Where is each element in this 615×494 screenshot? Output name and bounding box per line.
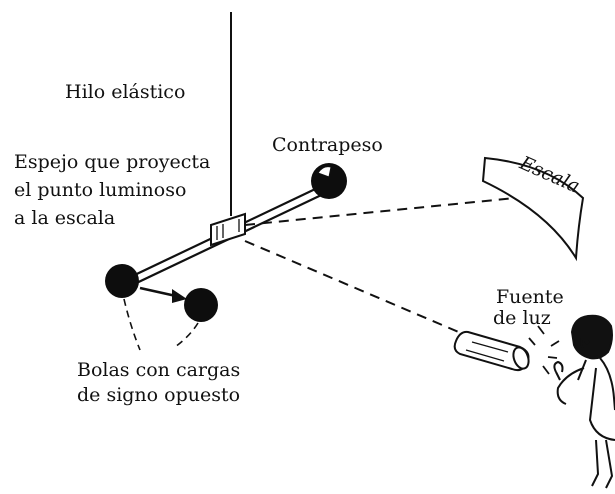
incident-ray <box>244 240 469 337</box>
mirror-label-line-1: Espejo que proyecta <box>14 151 211 173</box>
mirror-label-line-2: el punto luminoso <box>14 179 187 201</box>
ball-leader-lines <box>123 298 199 351</box>
counterweight-label: Contrapeso <box>272 134 383 156</box>
attraction-arrow <box>139 286 187 303</box>
light-source-label-line-2: de luz <box>493 307 551 329</box>
mirror <box>210 212 246 247</box>
mirror-label-line-3: a la escala <box>14 207 116 229</box>
charged-ball-right <box>184 288 218 322</box>
elastic-wire-label: Hilo elástico <box>65 81 186 103</box>
light-source <box>453 330 530 372</box>
person-figure <box>553 314 615 489</box>
balls-label-line-2: de signo opuesto <box>77 384 241 406</box>
light-sparkle <box>528 325 560 375</box>
counterweight-ball <box>311 163 347 199</box>
charged-ball-left <box>105 264 139 298</box>
light-source-label-line-1: Fuente <box>496 286 564 308</box>
curved-scale <box>481 156 585 262</box>
balls-label-line-1: Bolas con cargas <box>77 359 241 381</box>
